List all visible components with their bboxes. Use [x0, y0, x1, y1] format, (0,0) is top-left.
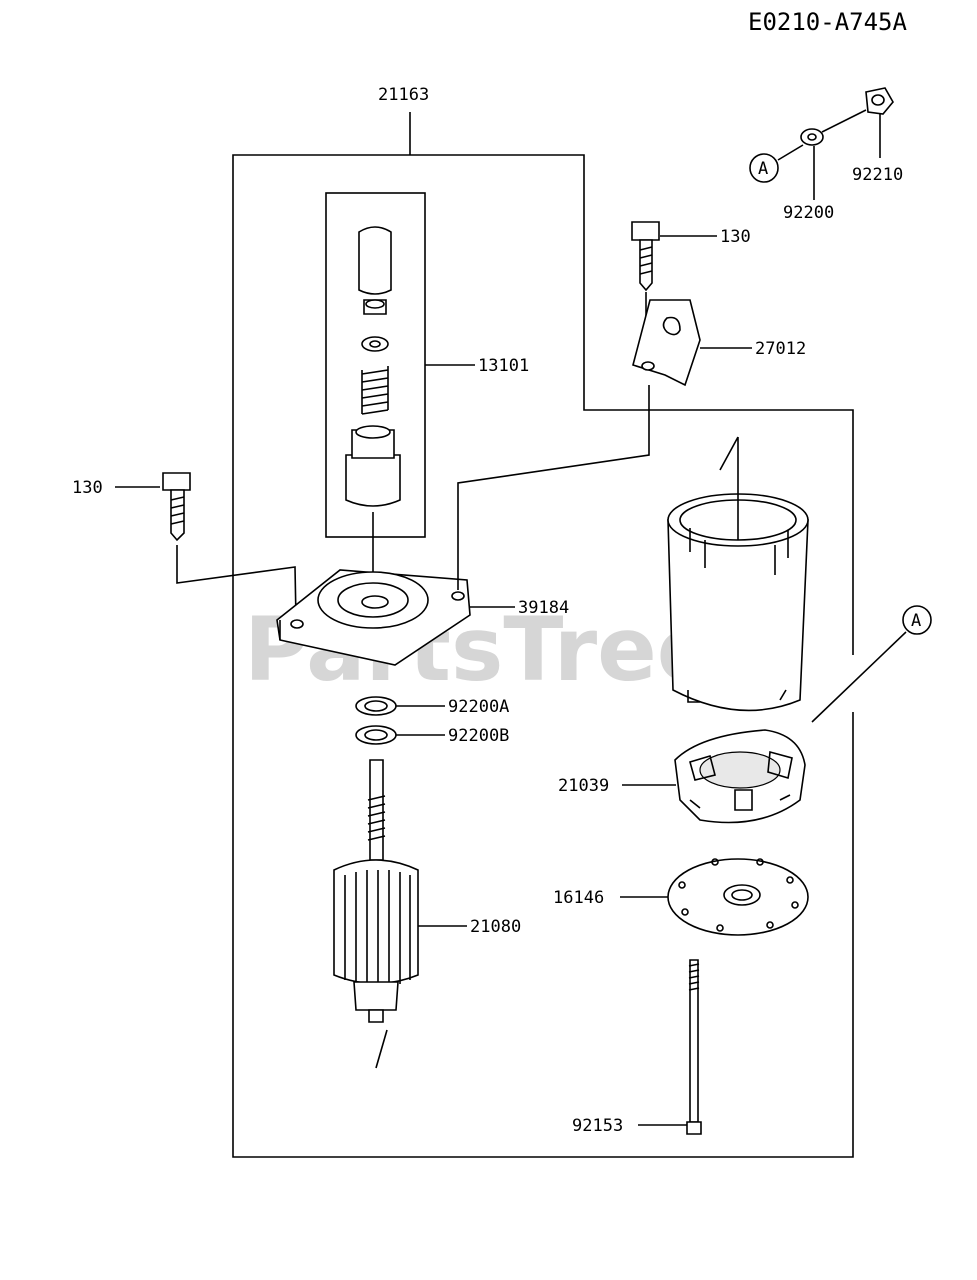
label-92200: 92200 [783, 203, 834, 223]
ref-a-right-line [811, 631, 907, 723]
ref-a-top-line [777, 144, 804, 161]
nut-to-washer-line [821, 109, 867, 133]
washer-92200[interactable] [800, 128, 824, 146]
end-cover-16146[interactable] [667, 858, 809, 936]
pinion-nut[interactable] [363, 299, 387, 315]
label-130-right: 130 [720, 227, 751, 247]
brush-holder-21039[interactable] [674, 729, 806, 824]
label-92153: 92153 [572, 1116, 623, 1136]
diagram-code: E0210-A745A [748, 8, 907, 36]
washer-92200A[interactable] [355, 696, 397, 716]
bolt-130-left[interactable] [162, 472, 191, 542]
label-21039: 21039 [558, 776, 609, 796]
pinion-washer[interactable] [361, 336, 389, 352]
label-21163: 21163 [378, 85, 429, 105]
ref-marker-a-right-label: A [911, 611, 921, 631]
yoke-center-line [719, 436, 739, 540]
ref-marker-a-top-label: A [758, 159, 768, 179]
label-92210: 92210 [852, 165, 903, 185]
ref-marker-a-top [749, 153, 779, 183]
bracket-to-housing-line [457, 385, 650, 590]
label-92200A: 92200A [448, 697, 509, 717]
label-130-left: 130 [72, 478, 103, 498]
washer-92200B[interactable] [355, 725, 397, 745]
pinion-cap[interactable] [358, 226, 392, 295]
front-housing-39184[interactable] [276, 569, 471, 666]
label-39184: 39184 [518, 598, 569, 618]
label-13101: 13101 [478, 356, 529, 376]
label-27012: 27012 [755, 339, 806, 359]
through-bolt-92153[interactable] [686, 959, 702, 1135]
nut-92210[interactable] [865, 87, 894, 115]
label-92200B: 92200B [448, 726, 509, 746]
bolt-130-left-line [176, 545, 297, 621]
pinion-spring[interactable] [361, 366, 389, 415]
bolt-130-right[interactable] [631, 221, 660, 292]
pinion-gear[interactable] [345, 425, 401, 507]
bracket-27012[interactable] [632, 299, 701, 387]
armature-21080[interactable] [333, 759, 419, 1023]
label-16146: 16146 [553, 888, 604, 908]
assembly-outline [232, 112, 854, 1158]
label-21080: 21080 [470, 917, 521, 937]
armature-shaft-line [375, 1029, 388, 1069]
ref-marker-a-right [902, 605, 932, 635]
